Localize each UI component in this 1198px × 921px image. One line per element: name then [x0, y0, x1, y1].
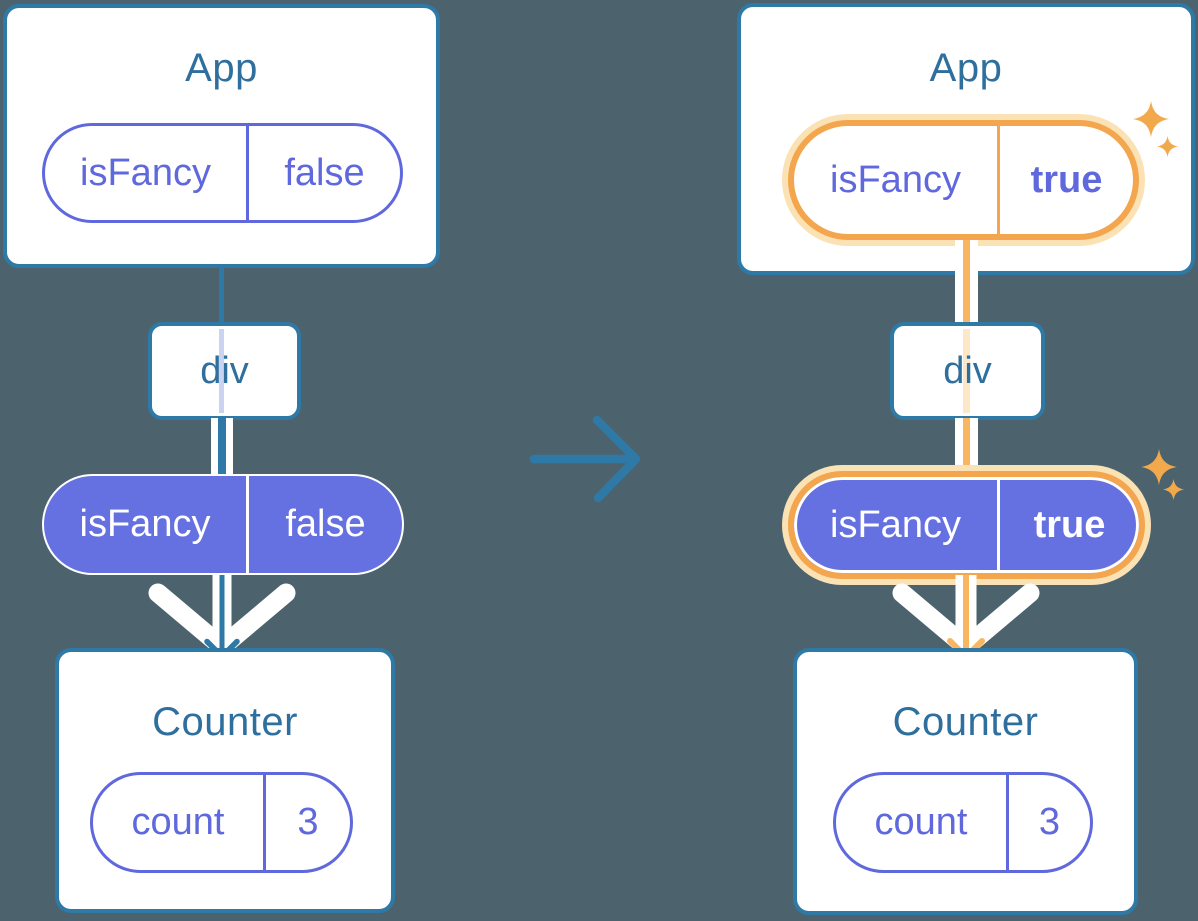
prop-value: true — [997, 126, 1133, 234]
div-label: div — [943, 349, 992, 392]
sparkle-icon — [1133, 101, 1169, 137]
state-value: 3 — [1006, 775, 1090, 870]
counter-state-pill: count 3 — [833, 772, 1093, 873]
edge-div-to-prop — [211, 418, 233, 476]
div-node: div — [148, 322, 301, 420]
sparkle-icon — [1157, 136, 1178, 157]
div-label: div — [200, 349, 249, 392]
right-arrow-icon — [518, 402, 668, 517]
counter-state-pill: count 3 — [90, 772, 353, 873]
app-prop-pill: isFancy false — [42, 123, 403, 223]
sparkle-icon — [1141, 449, 1177, 485]
prop-value: false — [246, 126, 400, 220]
prop-thread-through-div — [219, 329, 224, 413]
prop-name: isFancy — [830, 158, 961, 201]
prop-value: false — [246, 476, 402, 573]
app-title: App — [185, 46, 258, 90]
prop-name: isFancy — [79, 503, 211, 545]
state-name: count — [874, 801, 968, 843]
edge-app-to-div — [219, 266, 224, 326]
sparkle-icon — [1163, 479, 1184, 500]
state-name: count — [131, 801, 225, 843]
passed-prop-pill: isFancy false — [42, 474, 404, 575]
prop-name: isFancy — [80, 151, 211, 194]
prop-thread-through-div — [963, 329, 970, 413]
edge-div-to-prop — [955, 418, 978, 468]
div-node: div — [890, 322, 1045, 420]
counter-title: Counter — [892, 700, 1039, 744]
passed-prop-pill-highlighted: isFancy true — [782, 465, 1151, 585]
state-value: 3 — [263, 775, 350, 870]
prop-name: isFancy — [830, 503, 961, 546]
down-arrow-icon — [874, 560, 1064, 675]
app-prop-pill-highlighted: isFancy true — [782, 114, 1145, 246]
app-title: App — [929, 46, 1003, 90]
counter-title: Counter — [152, 700, 298, 744]
prop-value: true — [997, 477, 1139, 573]
edge-app-to-div — [955, 240, 978, 326]
down-arrow-icon — [130, 560, 320, 675]
